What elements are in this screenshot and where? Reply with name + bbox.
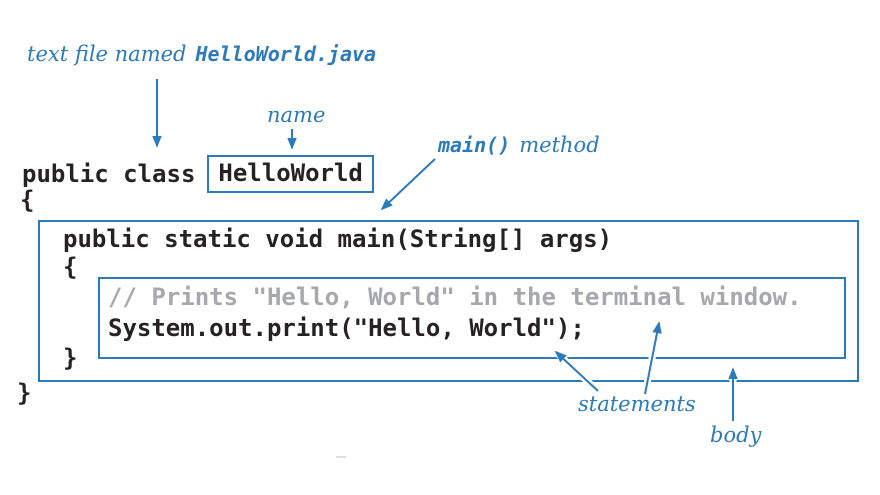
name-label: name (267, 103, 326, 127)
file-name-label-serif: text file named (27, 42, 187, 66)
main-method-label-arrow (379, 156, 438, 212)
main-open-brace: { (63, 253, 78, 281)
body-label: body (710, 423, 762, 447)
class-name-box: HelloWorld (207, 155, 374, 193)
class-keyword-text: public class (22, 160, 196, 188)
main-method-label-mono: main() (438, 133, 511, 157)
statements-box (98, 277, 846, 359)
main-method-label: main() method (438, 133, 600, 157)
file-name-label-mono: HelloWorld.java (195, 42, 377, 66)
class-close-brace: } (17, 379, 32, 407)
class-declaration-line: public class HelloWorld (22, 155, 374, 193)
scan-artifact-dash (336, 456, 346, 458)
main-method-label-serif: method (519, 133, 600, 157)
main-close-brace: } (63, 344, 78, 372)
main-signature-text: public static void main(String[] args) (63, 225, 613, 253)
class-open-brace: { (20, 186, 35, 214)
file-name-label: text file named HelloWorld.java (27, 42, 376, 66)
comment-text: // Prints "Hello, World" in the terminal… (108, 283, 802, 311)
main-method-box (38, 220, 859, 382)
statements-label: statements (578, 392, 696, 416)
print-statement-text: System.out.print("Hello, World"); (108, 314, 585, 342)
